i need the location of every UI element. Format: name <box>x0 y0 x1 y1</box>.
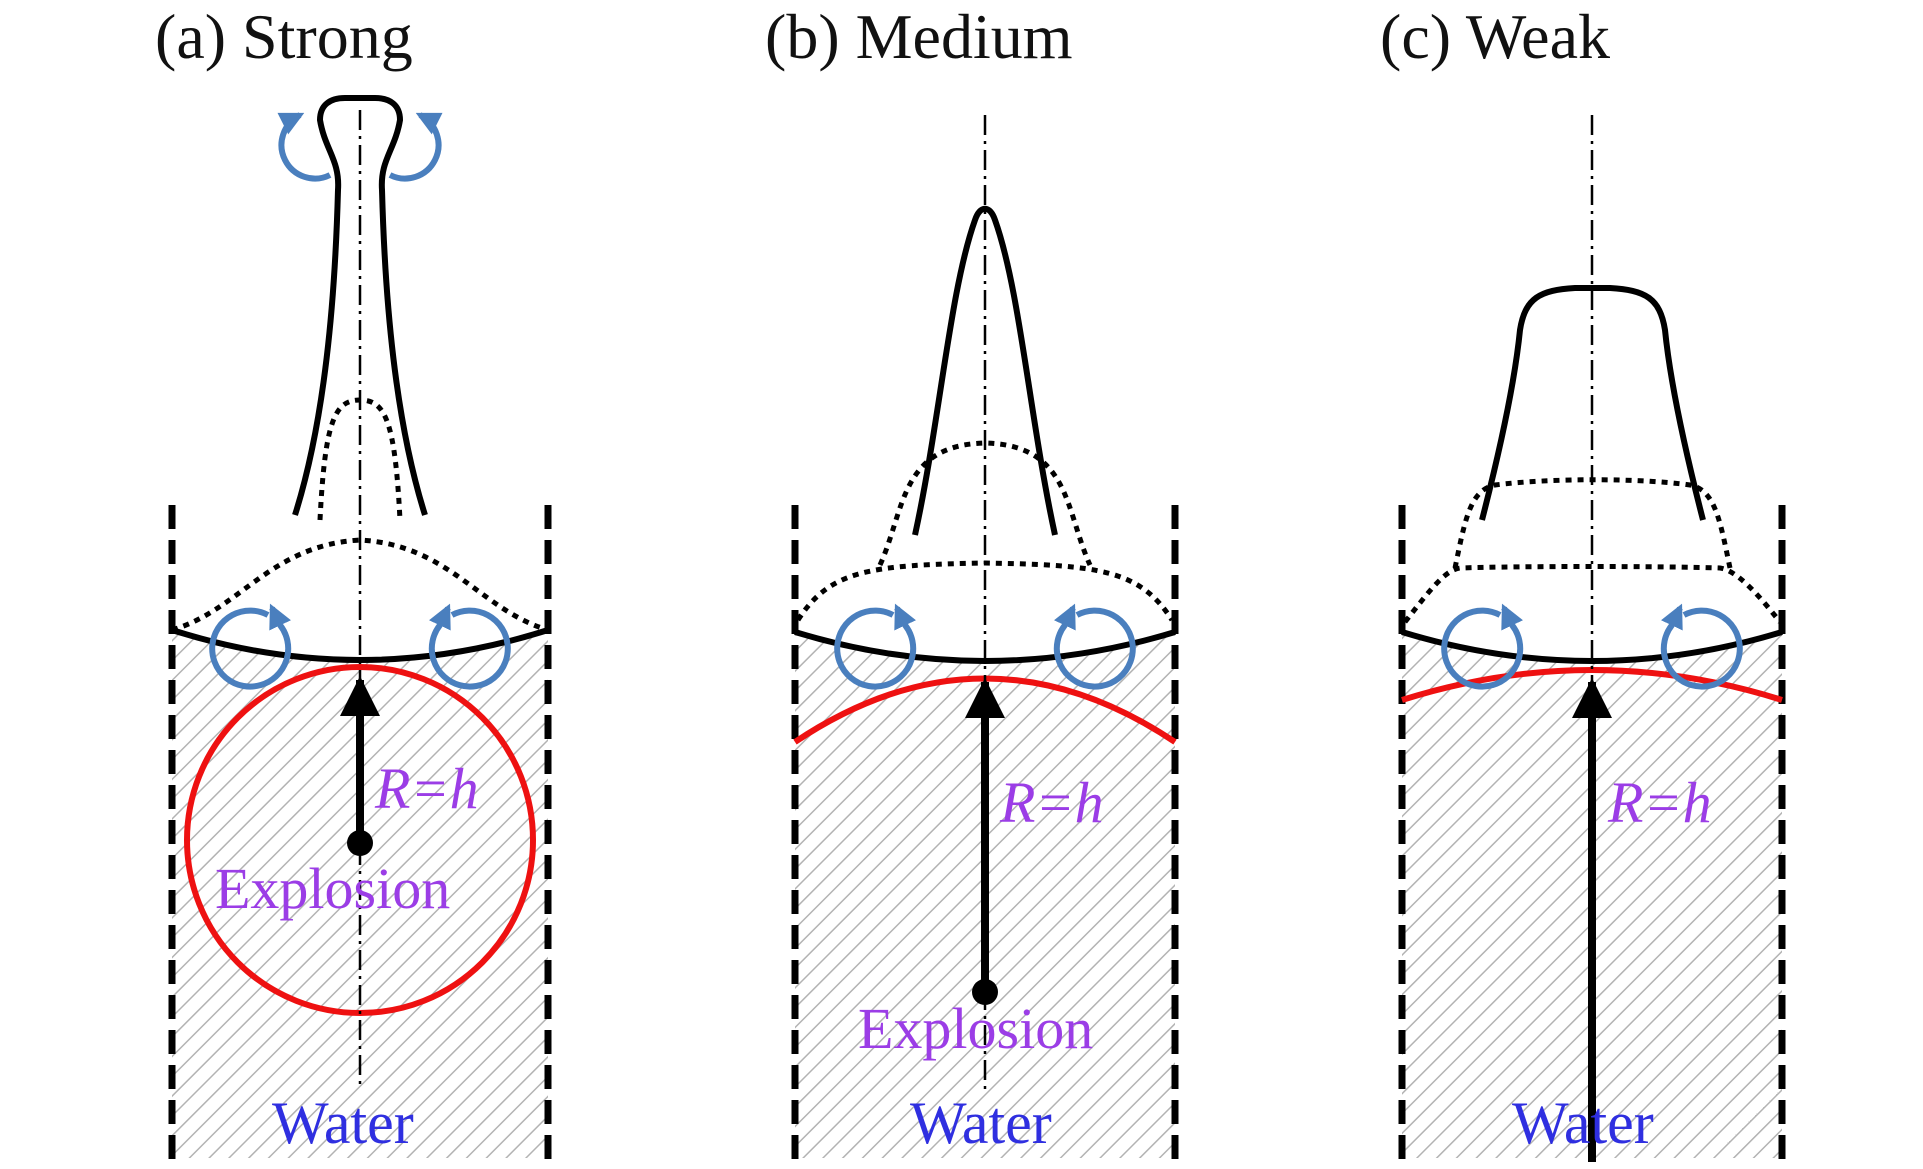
panel-c-water-surface <box>1401 629 1783 664</box>
panel-a-vortex-right-icon <box>428 603 511 690</box>
panel-b-title: (b) Medium <box>765 1 1073 72</box>
panel-a-title: (a) Strong <box>155 1 413 72</box>
panel-weak: (c) Weak R=h Water <box>1380 1 1786 1162</box>
panel-c-water-label: Water <box>1512 1090 1654 1156</box>
panel-c-profile-mid <box>1452 477 1733 569</box>
panel-c-vortex-left-icon <box>1441 603 1524 690</box>
panel-a-water-label: Water <box>272 1090 414 1156</box>
panel-a-explosion-point <box>347 830 373 856</box>
panel-medium: (b) Medium R=h Explosion Water <box>765 1 1179 1162</box>
panel-c-title: (c) Weak <box>1380 1 1610 72</box>
panel-c-explosion-arc <box>1401 667 1783 703</box>
panel-b-explosion-point <box>972 979 998 1005</box>
panel-b-water-label: Water <box>910 1090 1052 1156</box>
panel-c-profile-low <box>1403 564 1782 624</box>
panel-a-profile-low <box>171 537 549 633</box>
panel-b-vortex-right-icon <box>1053 603 1136 690</box>
panel-b-water-surface <box>794 629 1176 664</box>
panel-b-jet-outline <box>912 205 1058 536</box>
panel-a-water-surface <box>171 627 549 663</box>
panel-c-vortex-right-icon <box>1660 603 1743 690</box>
panel-a-explosion-label: Explosion <box>215 856 450 921</box>
panel-b-explosion-label: Explosion <box>858 996 1093 1061</box>
panel-c-jet-outline <box>1479 285 1706 521</box>
panel-a-jet-outline <box>292 95 428 516</box>
panel-a-top-vortex-left-icon <box>277 112 332 182</box>
panel-strong: (a) Strong R=h Explosion Water <box>155 1 552 1162</box>
panel-b-radius-label: R=h <box>999 770 1104 835</box>
panel-a-radius-label: R=h <box>374 756 479 821</box>
panel-b-vortex-left-icon <box>834 603 917 690</box>
panel-a-top-vortex-right-icon <box>388 112 443 182</box>
panel-c-radius-label: R=h <box>1607 770 1712 835</box>
panel-a-vortex-left-icon <box>209 603 292 690</box>
